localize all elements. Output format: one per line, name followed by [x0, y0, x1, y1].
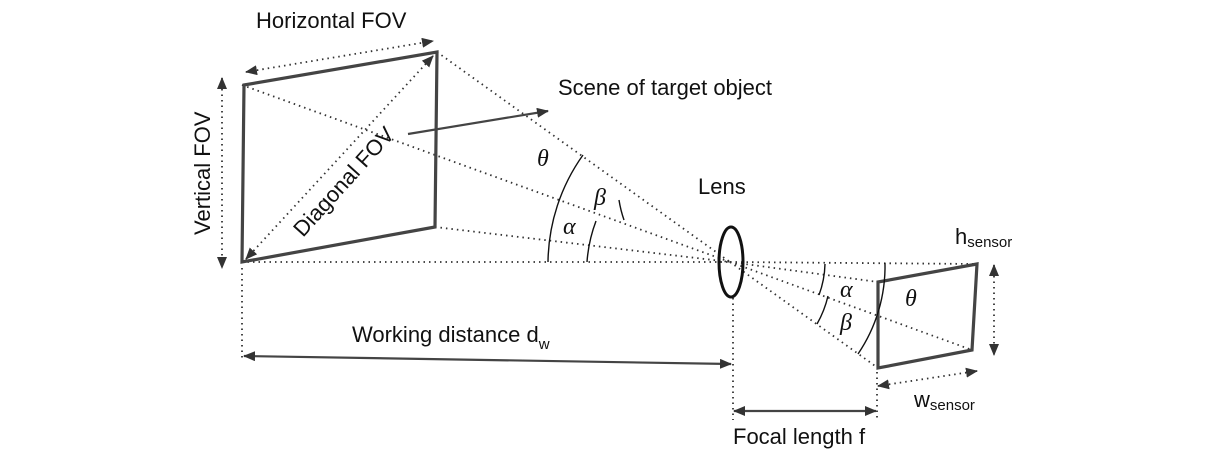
- projection-lines-sensor: [729, 261, 978, 369]
- alpha-arc-sensor: [818, 263, 826, 296]
- diagonal-fov-arrow: [245, 55, 434, 260]
- working-distance-arrow: [243, 351, 732, 369]
- horizontal-fov-arrow: [245, 37, 434, 76]
- angle-arcs-sensor: [816, 262, 886, 355]
- scene-pointer-arrow: [407, 107, 549, 136]
- beta-label-sensor: β: [839, 310, 852, 336]
- h-sensor-main: h: [955, 224, 967, 249]
- working-distance-sub: w: [538, 336, 550, 353]
- scene-label: Scene of target object: [558, 75, 772, 100]
- h-sensor-label: hsensor: [955, 224, 1012, 251]
- lens-ellipse: [717, 225, 745, 299]
- lens-label: Lens: [698, 174, 746, 199]
- beta-arc-sensor: [816, 295, 829, 325]
- w-sensor-label: wsensor: [913, 387, 975, 414]
- theta-label-sensor: θ: [905, 286, 917, 312]
- w-sensor-sub: sensor: [930, 397, 975, 414]
- w-sensor-main: w: [913, 387, 930, 412]
- theta-arc-sensor: [857, 262, 886, 355]
- theta-arc-scene: [547, 154, 584, 263]
- focal-length-label: Focal length f: [733, 424, 866, 449]
- working-distance-main: Working distance d: [352, 322, 539, 347]
- alpha-label-sensor: α: [840, 277, 853, 303]
- horizontal-fov-label: Horizontal FOV: [256, 8, 407, 33]
- angle-arcs-scene: [547, 154, 625, 263]
- diagonal-fov-label: Diagonal FOV: [288, 122, 399, 242]
- h-sensor-sub: sensor: [967, 234, 1012, 251]
- sensor-width-arrow: [877, 367, 978, 390]
- projection-lines-scene: [241, 51, 731, 263]
- beta-label-scene: β: [593, 185, 606, 211]
- theta-label-scene: θ: [537, 146, 549, 172]
- sensor-plane: [876, 262, 979, 370]
- vertical-fov-label: Vertical FOV: [190, 111, 215, 235]
- working-distance-label: Working distance dw: [352, 322, 550, 353]
- beta-arc: [618, 199, 625, 221]
- alpha-label-scene: α: [563, 214, 576, 240]
- alpha-arc: [586, 220, 597, 263]
- guide-lines: [241, 268, 878, 420]
